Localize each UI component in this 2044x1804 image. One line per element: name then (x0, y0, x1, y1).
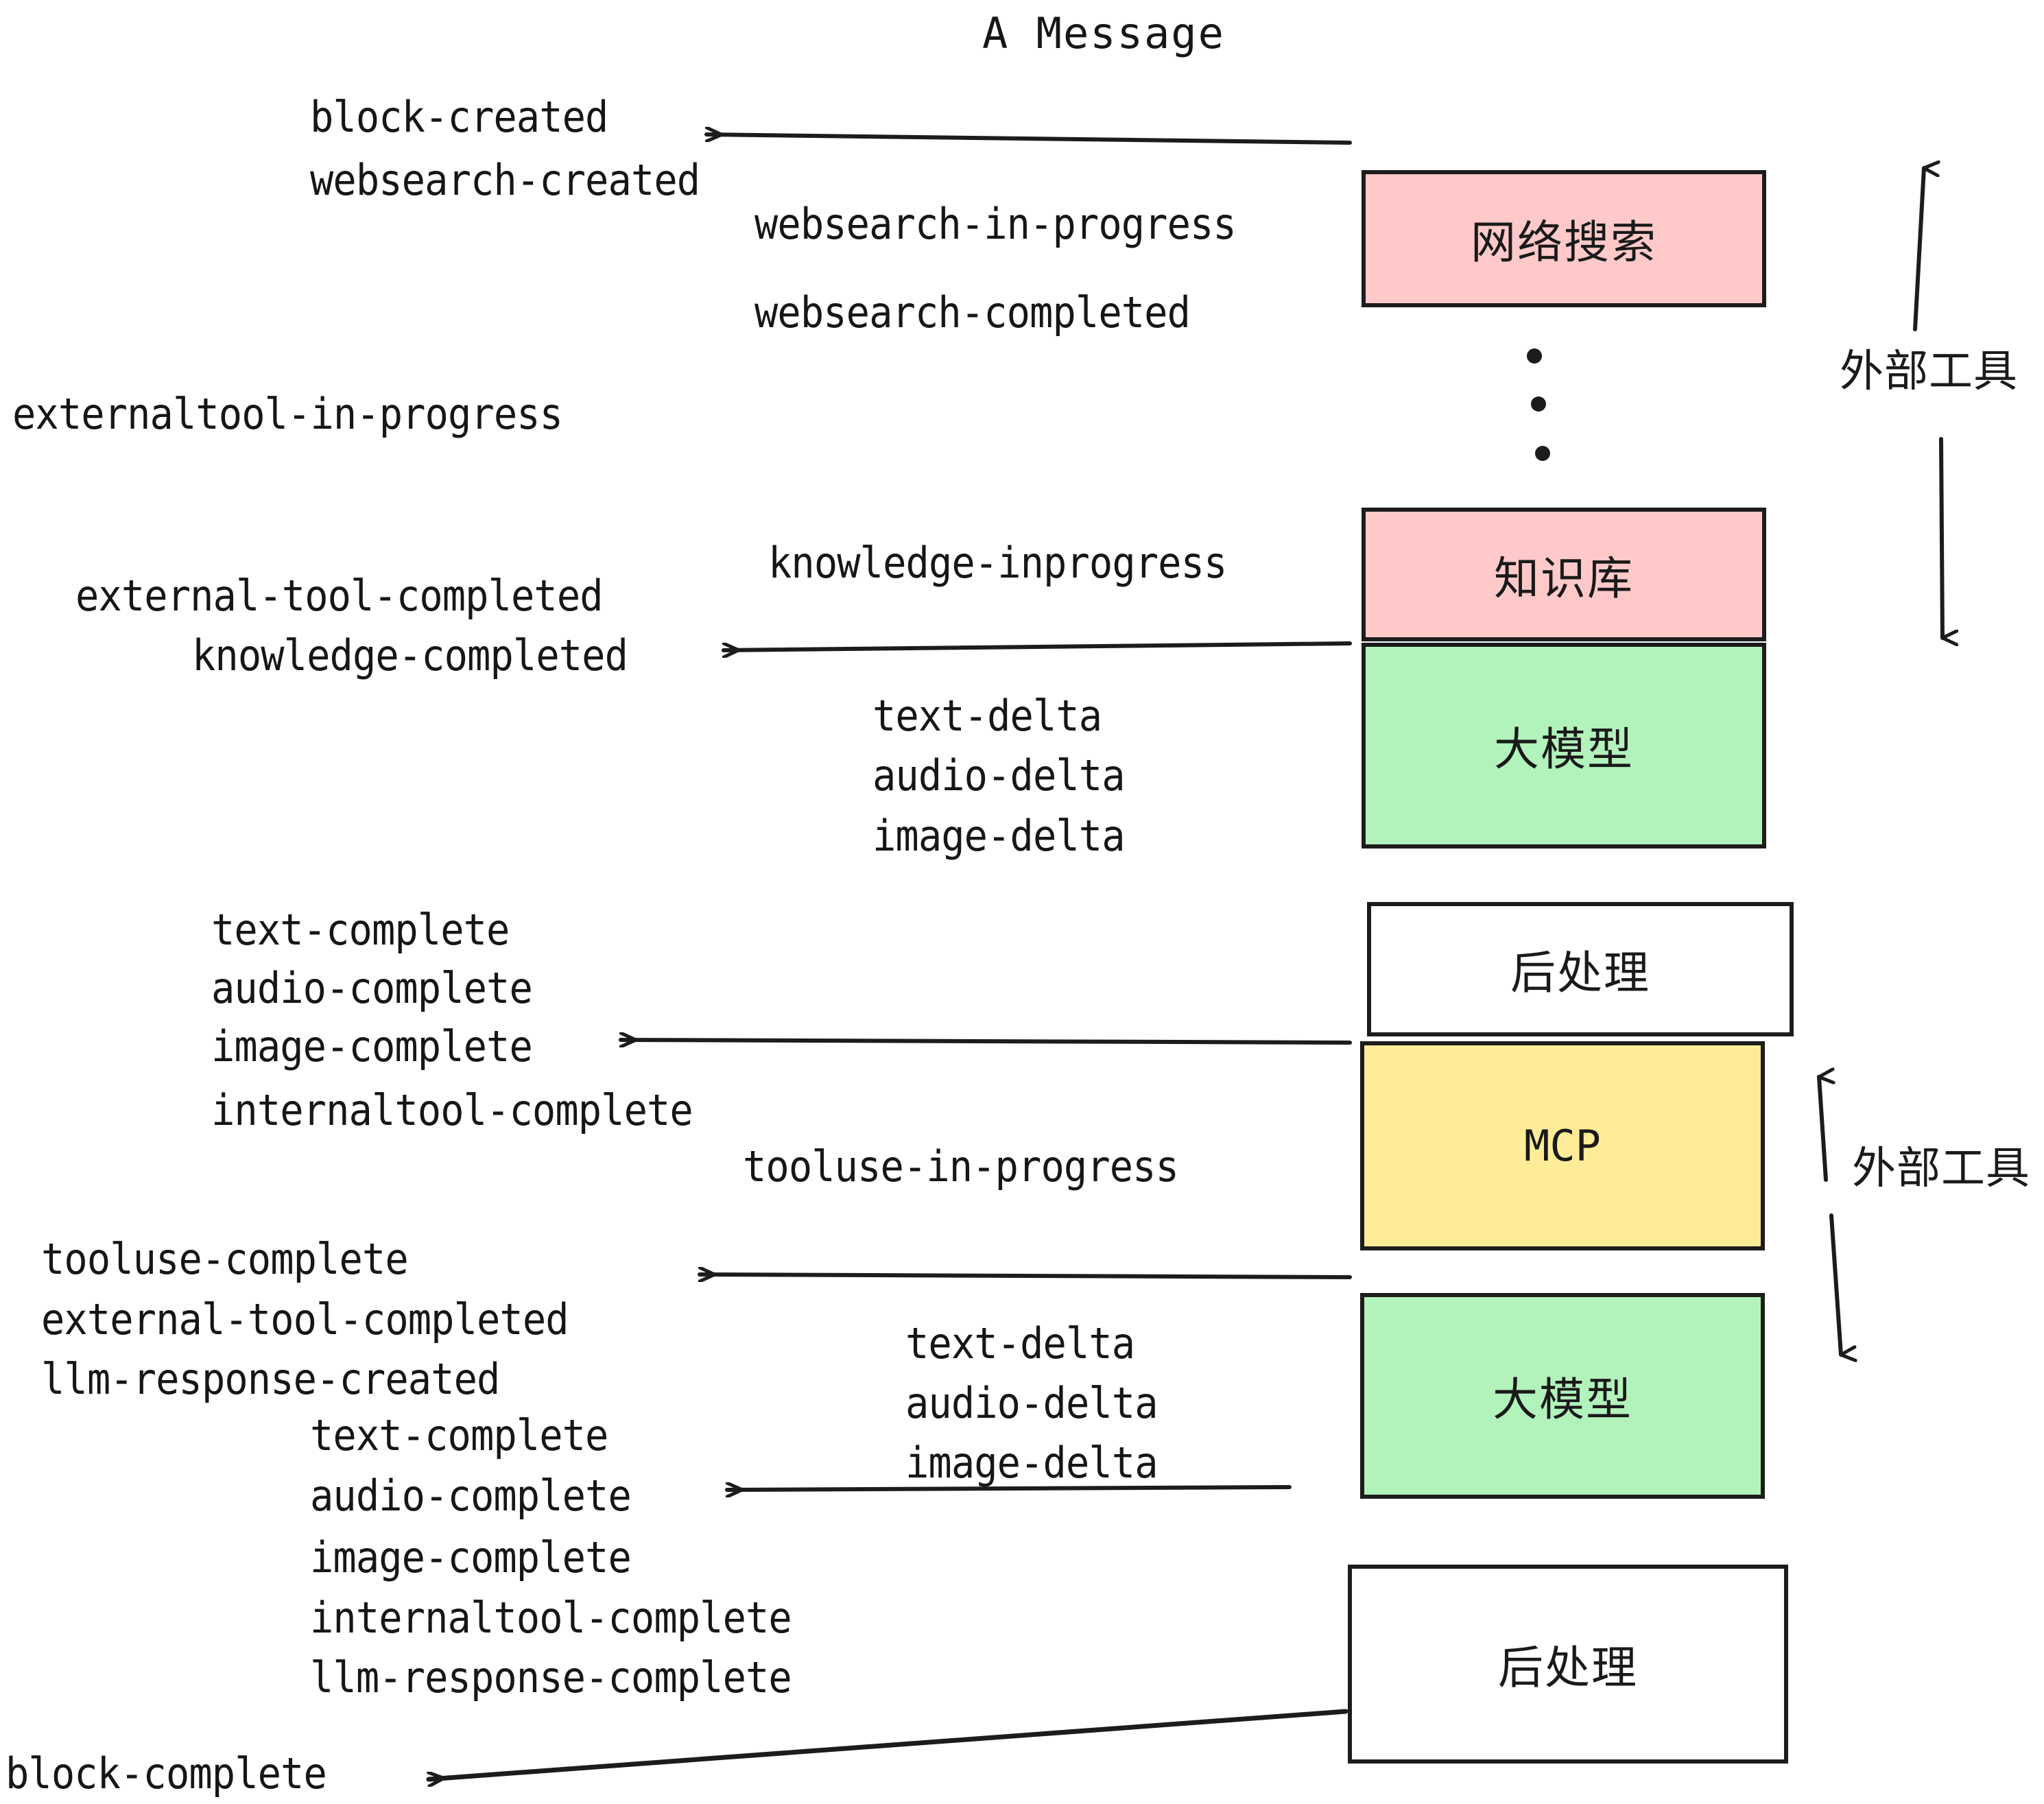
event-internaltool-complete-2: internaltool-complete (310, 1593, 792, 1643)
event-block-created: block-created (310, 92, 608, 142)
box-knowledge-label: 知识库 (1494, 551, 1634, 605)
event-websearch-completed: websearch-completed (754, 287, 1191, 337)
arrow-block-created (704, 134, 1352, 145)
box-llm-bottom-label: 大模型 (1493, 1373, 1632, 1426)
event-audio-delta-2: audio-delta (905, 1378, 1158, 1428)
box-llm-top-label: 大模型 (1494, 723, 1634, 776)
event-llm-response-created: llm-response-created (41, 1354, 500, 1404)
event-image-complete-2: image-complete (310, 1532, 632, 1582)
event-audio-complete-1: audio-complete (211, 963, 533, 1013)
side-label-external-tool-top: 外部工具 (1840, 346, 2018, 397)
event-internaltool-complete-1: internaltool-complete (211, 1085, 693, 1135)
diagram-title: A Message (982, 8, 1225, 58)
box-llm-bottom[interactable]: 大模型 (1360, 1293, 1765, 1499)
event-audio-delta-1: audio-delta (872, 750, 1126, 800)
event-externaltool-in-progress: externaltool-in-progress (12, 389, 563, 439)
event-llm-response-complete: llm-response-complete (310, 1652, 792, 1702)
event-external-tool-completed-1: external-tool-completed (75, 571, 604, 621)
box-post-processing-top-label: 后处理 (1510, 947, 1650, 999)
event-audio-complete-2: audio-complete (310, 1471, 632, 1521)
event-websearch-created: websearch-created (310, 155, 700, 205)
box-mcp-label: MCP (1524, 1121, 1601, 1171)
event-websearch-in-progress: websearch-in-progress (754, 199, 1237, 249)
box-llm-top[interactable]: 大模型 (1362, 643, 1766, 848)
arrow-knowledge-completed (722, 641, 1352, 650)
event-knowledge-completed: knowledge-completed (192, 630, 628, 680)
event-knowledge-inprogress: knowledge-inprogress (768, 538, 1227, 588)
external-tool-arrow-up-bottom (1817, 1077, 1826, 1182)
event-text-complete-2: text-complete (310, 1410, 608, 1460)
box-websearch[interactable]: 网络搜索 (1362, 170, 1766, 307)
event-tooluse-complete: tooluse-complete (41, 1234, 409, 1284)
event-image-complete-1: image-complete (211, 1021, 533, 1071)
box-knowledge[interactable]: 知识库 (1362, 508, 1766, 641)
external-tool-arrow-down-bottom (1829, 1213, 1841, 1355)
box-websearch-label: 网络搜索 (1471, 216, 1657, 269)
arrow-image-complete (619, 1040, 1352, 1043)
event-external-tool-completed-2: external-tool-completed (41, 1294, 569, 1344)
box-post-processing-bottom[interactable]: 后处理 (1348, 1565, 1788, 1764)
arrow-block-complete (426, 1709, 1348, 1779)
box-post-processing-bottom-label: 后处理 (1498, 1641, 1638, 1694)
external-tool-arrow-down-top (1939, 437, 1942, 638)
event-image-delta-1: image-delta (872, 811, 1126, 861)
event-tooluse-in-progress: tooluse-in-progress (743, 1141, 1179, 1191)
arrow-tooluse-complete (698, 1274, 1352, 1277)
event-block-complete: block-complete (5, 1748, 327, 1799)
box-mcp[interactable]: MCP (1360, 1041, 1765, 1250)
event-text-delta-1: text-delta (872, 691, 1102, 741)
box-post-processing-top[interactable]: 后处理 (1367, 902, 1794, 1036)
event-text-complete-1: text-complete (211, 905, 510, 955)
external-tool-arrow-up-top (1913, 168, 1924, 331)
event-image-delta-2: image-delta (905, 1438, 1158, 1488)
event-text-delta-2: text-delta (905, 1318, 1135, 1368)
side-label-external-tool-bottom: 外部工具 (1852, 1143, 2030, 1194)
